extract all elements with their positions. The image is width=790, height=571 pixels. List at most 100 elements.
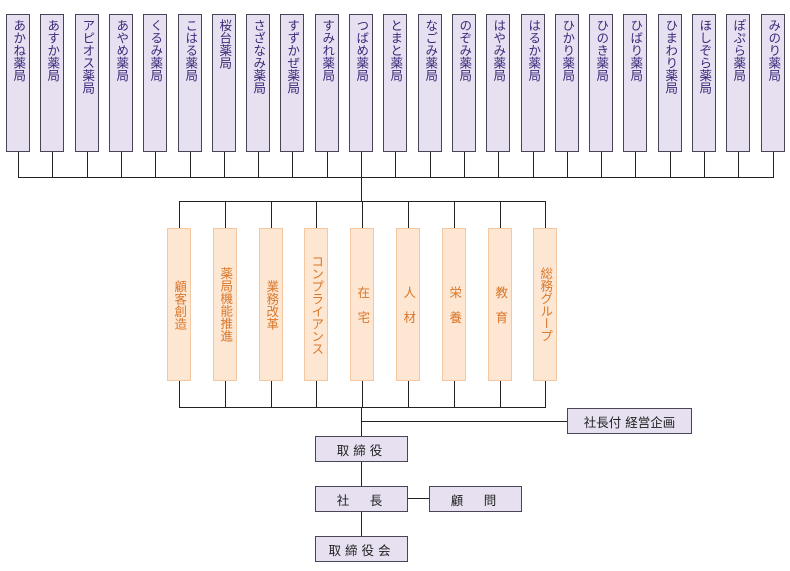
- department-label: 薬局機能推進: [218, 267, 234, 342]
- board-label: 取締役会: [328, 542, 395, 558]
- department-bottom-line: [316, 381, 317, 407]
- pharmacy-box: ひまわり薬局: [658, 14, 682, 152]
- department-box: 在 宅: [350, 228, 374, 381]
- president-board-line: [361, 512, 362, 536]
- pharmacy-box: あかね薬局: [6, 14, 30, 152]
- department-top-line: [454, 201, 455, 228]
- pharmacy-drop-line: [464, 152, 465, 177]
- pharmacy-label: とまと薬局: [388, 19, 404, 82]
- department-top-line: [500, 201, 501, 228]
- advisor-line: [408, 498, 429, 499]
- department-box: 業務改革: [259, 228, 283, 381]
- department-bottom-line: [454, 381, 455, 407]
- pharmacy-box: すずかぜ薬局: [280, 14, 304, 152]
- department-top-line: [225, 201, 226, 228]
- pharmacy-box: ひかり薬局: [555, 14, 579, 152]
- pharmacy-drop-line: [567, 152, 568, 177]
- pharmacy-label: ひかり薬局: [560, 19, 576, 82]
- department-box: 人 材: [396, 228, 420, 381]
- pharmacy-drop-line: [155, 152, 156, 177]
- pharmacy-box: ひばり薬局: [623, 14, 647, 152]
- department-box: コンプライアンス: [304, 228, 328, 381]
- pharmacy-box: こはる薬局: [178, 14, 202, 152]
- department-box: 顧客創造: [167, 228, 191, 381]
- trunk-line: [361, 177, 362, 201]
- department-bottom-line: [408, 381, 409, 407]
- pharmacy-box: はるか薬局: [521, 14, 545, 152]
- pharmacy-drop-line: [258, 152, 259, 177]
- department-label: 栄 養: [447, 285, 463, 324]
- pharmacy-label: くるみ薬局: [148, 19, 164, 82]
- department-label: 在 宅: [355, 285, 371, 324]
- department-top-line: [545, 201, 546, 228]
- department-top-line: [362, 201, 363, 228]
- pharmacy-box: とまと薬局: [383, 14, 407, 152]
- pharmacy-box: 桜台薬局: [212, 14, 236, 152]
- directors-label: 取締役: [336, 442, 387, 458]
- department-bottom-line: [362, 381, 363, 407]
- department-top-bus: [179, 201, 546, 202]
- department-label: 教 育: [493, 285, 509, 324]
- pharmacy-drop-line: [395, 152, 396, 177]
- pharmacy-drop-line: [704, 152, 705, 177]
- pharmacy-drop-line: [121, 152, 122, 177]
- pharmacy-label: ひまわり薬局: [663, 19, 679, 94]
- department-label: 総務グループ: [538, 267, 554, 342]
- pharmacy-drop-line: [738, 152, 739, 177]
- department-bottom-line: [545, 381, 546, 407]
- pharmacy-drop-line: [430, 152, 431, 177]
- pharmacy-label: ひのき薬局: [594, 19, 610, 82]
- pharmacy-label: すみれ薬局: [320, 19, 336, 82]
- pharmacy-drop-line: [601, 152, 602, 177]
- staff-office-line: [361, 421, 567, 422]
- department-bottom-bus: [179, 407, 546, 408]
- pharmacy-box: くるみ薬局: [143, 14, 167, 152]
- department-box: 総務グループ: [533, 228, 557, 381]
- pharmacy-box: ぽぷら薬局: [726, 14, 750, 152]
- pharmacy-box: はやみ薬局: [486, 14, 510, 152]
- pharmacy-drop-line: [498, 152, 499, 177]
- pharmacy-label: あやめ薬局: [114, 19, 130, 82]
- department-label: 人 材: [401, 285, 417, 324]
- pharmacy-label: みのり薬局: [766, 19, 782, 82]
- pharmacy-box: みのり薬局: [761, 14, 785, 152]
- president-label: 社 長: [336, 492, 387, 508]
- board-box: 取締役会: [315, 536, 408, 562]
- pharmacy-label: 桜台薬局: [217, 19, 233, 69]
- pharmacy-box: ほしぞら薬局: [692, 14, 716, 152]
- department-bottom-line: [271, 381, 272, 407]
- pharmacy-box: あやめ薬局: [109, 14, 133, 152]
- pharmacy-label: なごみ薬局: [423, 19, 439, 82]
- department-label: コンプライアンス: [309, 254, 325, 355]
- staff-office-label: 社長付 経営企画: [583, 414, 676, 430]
- department-box: 栄 養: [442, 228, 466, 381]
- pharmacy-drop-line: [773, 152, 774, 177]
- directors-president-line: [361, 462, 362, 486]
- pharmacy-label: はるか薬局: [526, 19, 542, 82]
- department-bottom-line: [500, 381, 501, 407]
- pharmacy-label: アピオス薬局: [80, 19, 96, 94]
- department-top-line: [316, 201, 317, 228]
- pharmacy-drop-line: [635, 152, 636, 177]
- pharmacy-box: さざなみ薬局: [246, 14, 270, 152]
- advisor-box: 顧 問: [429, 486, 522, 512]
- advisor-label: 顧 問: [450, 492, 501, 508]
- pharmacy-box: ひのき薬局: [589, 14, 613, 152]
- pharmacy-label: ひばり薬局: [628, 19, 644, 82]
- pharmacy-drop-line: [327, 152, 328, 177]
- pharmacy-drop-line: [361, 152, 362, 177]
- department-bottom-line: [179, 381, 180, 407]
- pharmacy-drop-line: [18, 152, 19, 177]
- pharmacy-label: ほしぞら薬局: [697, 19, 713, 94]
- pharmacy-drop-line: [190, 152, 191, 177]
- pharmacy-drop-line: [52, 152, 53, 177]
- department-box: 薬局機能推進: [213, 228, 237, 381]
- directors-box: 取締役: [315, 436, 408, 462]
- department-label: 顧客創造: [172, 279, 188, 330]
- pharmacy-label: こはる薬局: [183, 19, 199, 82]
- department-bottom-line: [225, 381, 226, 407]
- pharmacy-drop-line: [670, 152, 671, 177]
- department-box: 教 育: [488, 228, 512, 381]
- pharmacy-box: あすか薬局: [40, 14, 64, 152]
